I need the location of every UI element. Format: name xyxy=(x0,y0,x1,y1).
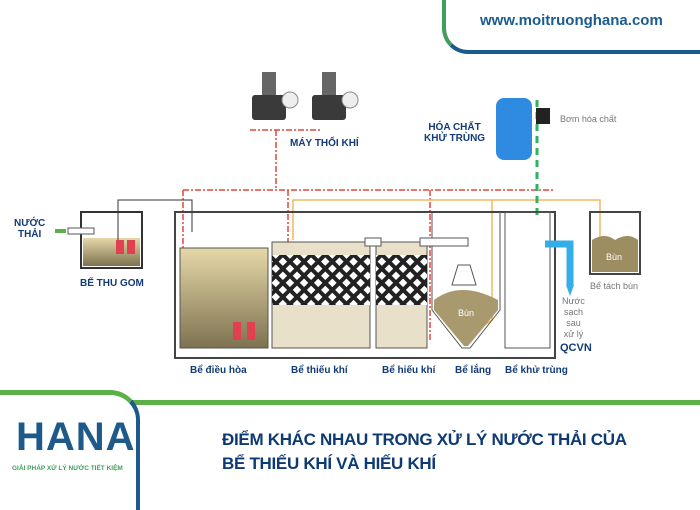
standard-label: QCVN xyxy=(560,342,592,354)
logo-panel: HANA GIẢI PHÁP XỬ LÝ NƯỚC TIẾT KIỆM xyxy=(0,390,140,510)
website-header: www.moitruonghana.com xyxy=(442,0,700,54)
blower-icon xyxy=(252,72,359,120)
tank-label: Bể khử trùng xyxy=(505,365,568,376)
pump-icon xyxy=(536,108,550,124)
tank-label: Bể hiếu khí xyxy=(382,365,436,376)
process-diagram xyxy=(55,72,641,359)
outlet-label: Nước sạch sau xử lý xyxy=(562,296,585,339)
inlet-label: NƯỚC THẢI xyxy=(14,218,46,240)
page-title: ĐIỂM KHÁC NHAU TRONG XỬ LÝ NƯỚC THẢI CỦA… xyxy=(222,428,627,476)
tank-label: Bể lắng xyxy=(455,365,492,376)
sludge-label: Bùn xyxy=(606,252,623,262)
sludge-label: Bùn xyxy=(458,308,475,318)
tank-label: Bể điều hòa xyxy=(190,365,247,376)
hana-logo: HANA xyxy=(16,415,136,459)
divider xyxy=(130,400,700,405)
collection-tank-label: BỂ THU GOM xyxy=(80,278,144,289)
chemical-label: HÓA CHẤT KHỬ TRÙNG xyxy=(424,122,486,144)
blower-label: MÁY THỔI KHÍ xyxy=(290,138,359,149)
website-url[interactable]: www.moitruonghana.com xyxy=(480,12,663,29)
tank-label: Bể thiếu khí xyxy=(291,365,348,376)
slogan: GIẢI PHÁP XỬ LÝ NƯỚC TIẾT KIỆM xyxy=(12,465,123,472)
chemical-tank-icon xyxy=(496,98,532,160)
chemical-pump-label: Bơm hóa chất xyxy=(560,114,617,124)
title-line-2: BỂ THIẾU KHÍ VÀ HIẾU KHÍ xyxy=(222,454,436,473)
title-line-1: ĐIỂM KHÁC NHAU TRONG XỬ LÝ NƯỚC THẢI CỦA xyxy=(222,430,627,449)
sludge-tank-label: Bể tách bùn xyxy=(590,281,639,291)
